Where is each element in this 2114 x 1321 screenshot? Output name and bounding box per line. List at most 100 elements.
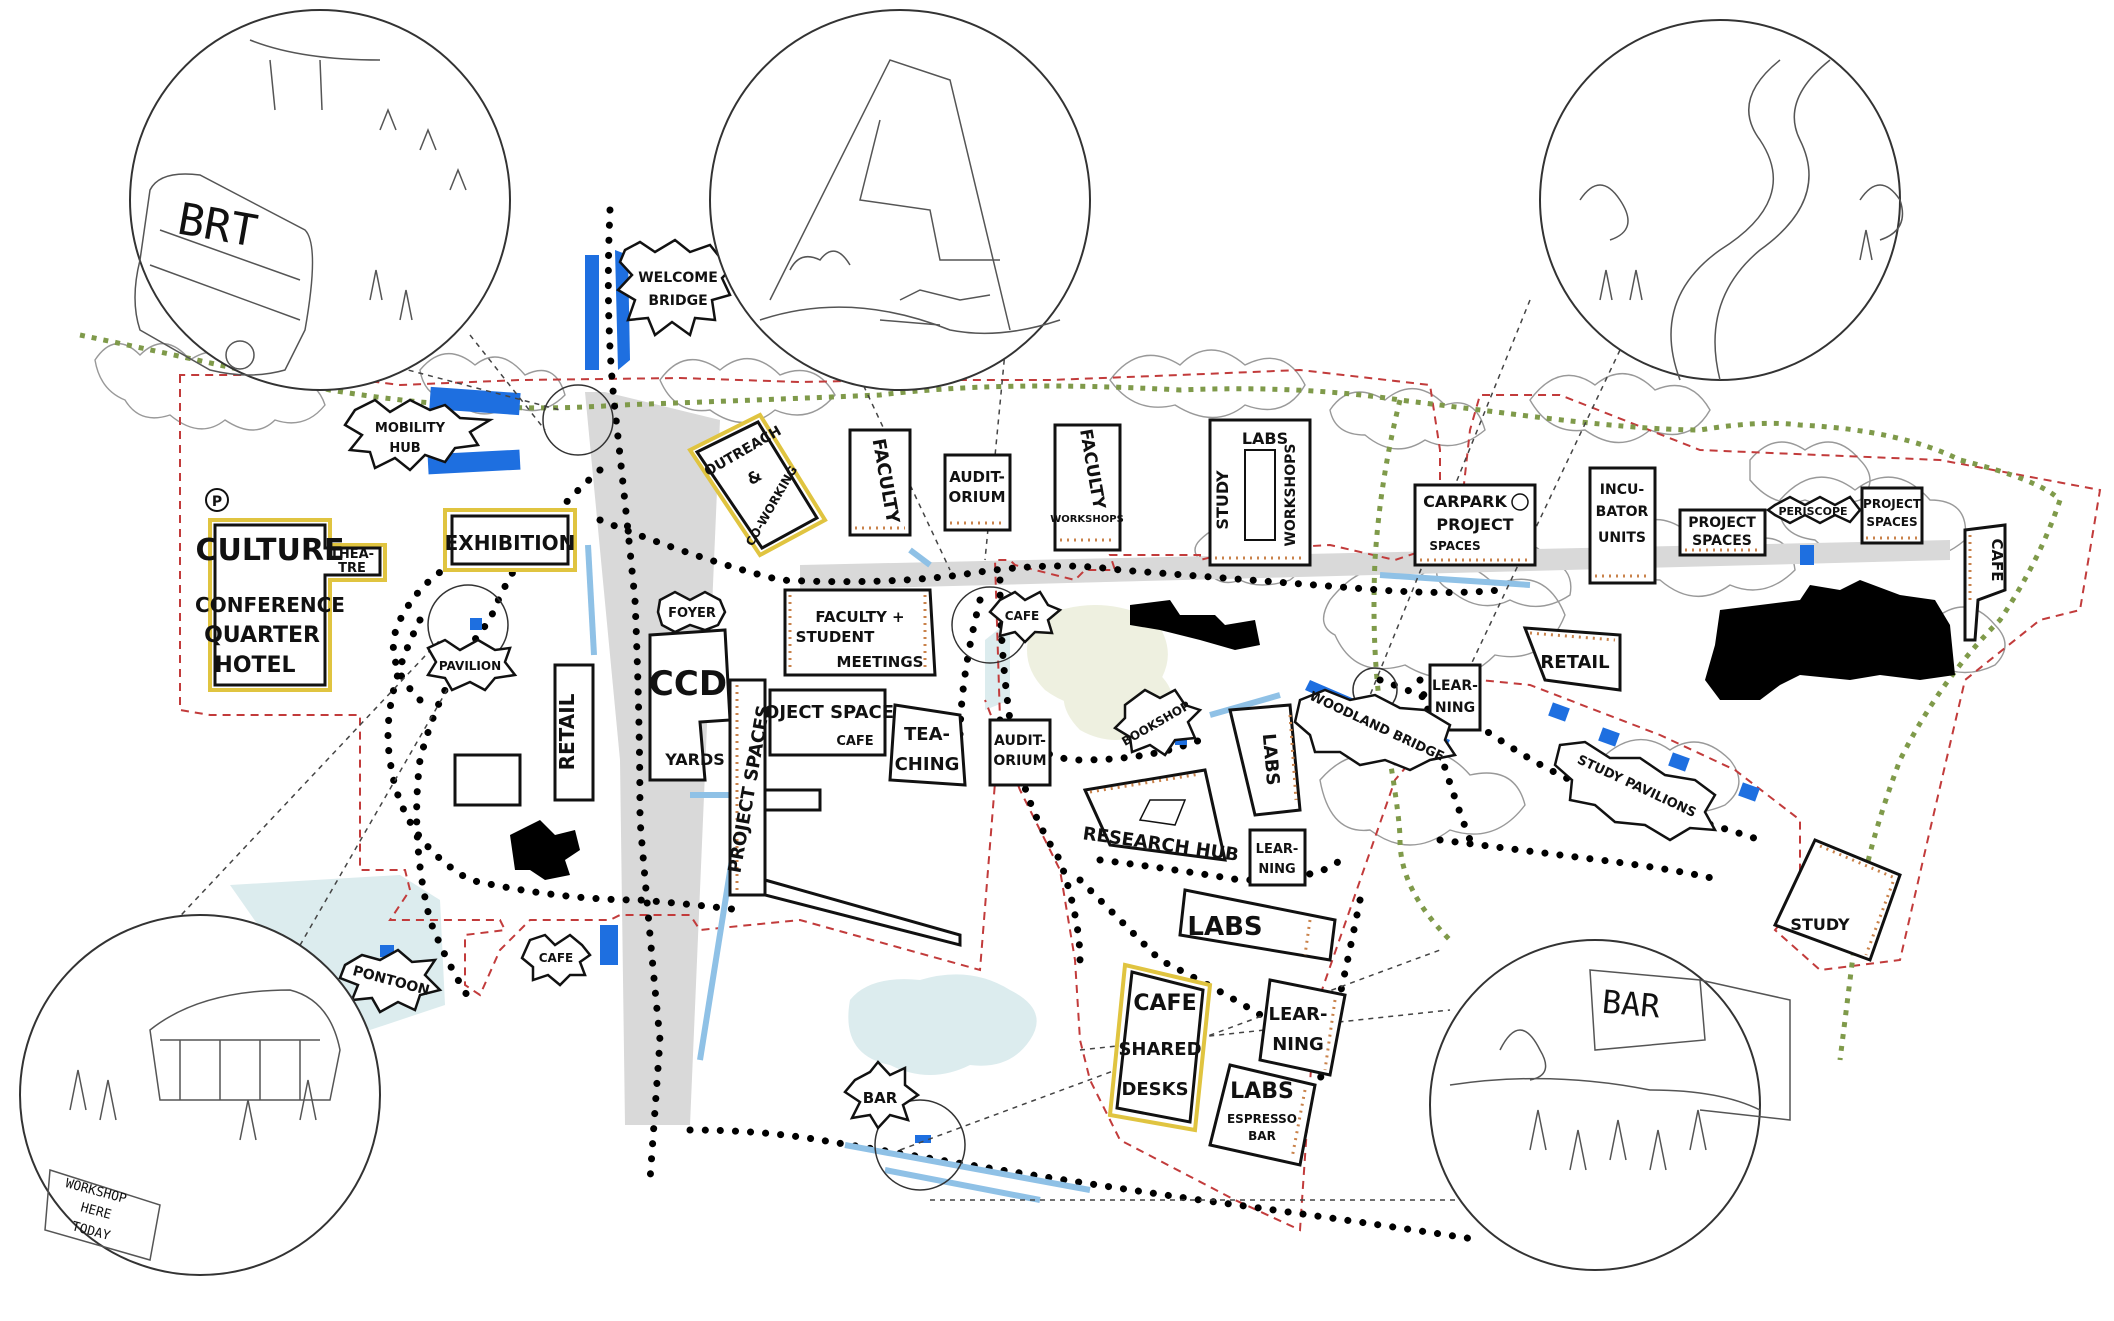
bookshop-callout: BOOKSHOP — [1112, 688, 1203, 757]
project-spaces-vertical-building: PROJECT SPACES — [724, 678, 962, 947]
cafe-east-label: CAFE — [1988, 538, 2006, 581]
study-north-label: STUDY — [1213, 470, 1232, 530]
hotel-label: HOTEL — [214, 653, 295, 678]
research-hub-building: RESEARCH HUB — [1081, 768, 1240, 866]
study-pavilion-1 — [1548, 702, 1570, 722]
existing-building-east — [1705, 580, 1955, 700]
project-east-2-a: PROJECT — [1863, 497, 1922, 511]
theatre-label-2: TRE — [338, 561, 366, 576]
learning-east-1: LEAR- — [1432, 678, 1478, 694]
carpark-spaces-label: SPACES — [1429, 539, 1480, 553]
bar-callout: BAR — [843, 1060, 921, 1131]
bridge-label: BRIDGE — [648, 293, 707, 309]
incubator-1: INCU- — [1600, 482, 1645, 498]
auditorium-south-building: AUDIT- ORIUM — [988, 718, 1052, 787]
cafe-central-label: CAFE — [1005, 609, 1040, 623]
teaching-1: TEA- — [904, 724, 950, 745]
exhibition-label: EXHIBITION — [445, 531, 576, 555]
culture-building: CULTURE THEA- TRE CONFERENCE QUARTER HOT… — [195, 518, 387, 692]
retail-west-building: RETAIL — [453, 663, 595, 807]
retail-east-label: RETAIL — [1540, 652, 1609, 673]
culture-label: CULTURE — [196, 533, 345, 568]
project-east-1-a: PROJECT — [1688, 515, 1756, 531]
study-east-label: STUDY — [1790, 915, 1850, 934]
central-pond — [848, 974, 1037, 1075]
buildings: CULTURE THEA- TRE CONFERENCE QUARTER HOT… — [195, 412, 2007, 1167]
yards-label: YARDS — [664, 750, 725, 769]
learning-south-1: LEAR- — [1268, 1004, 1327, 1025]
ccd-label: CCD — [649, 664, 727, 704]
parking-symbol-label: P — [212, 494, 222, 510]
labs-south-building: LABS — [1178, 888, 1337, 962]
teaching-building: TEA- CHING — [888, 703, 967, 787]
existing-building-central — [1130, 600, 1260, 650]
existing-building-west — [510, 820, 580, 880]
learning-south-2: NING — [1272, 1034, 1324, 1055]
project-spaces-mid-building: PROJECT SPACES CAFE — [737, 688, 907, 757]
workshops-north-label: WORKSHOPS — [1283, 443, 1299, 546]
mobility-label: MOBILITY — [375, 421, 446, 436]
welcome-label: WELCOME — [638, 270, 718, 286]
labs-mid-label: LABS — [1258, 733, 1283, 787]
incubator-2: BATOR — [1596, 504, 1649, 520]
cafe-shared-building: CAFE SHARED DESKS — [1107, 962, 1213, 1133]
labs-south-label: LABS — [1187, 912, 1262, 942]
labs-study-workshops-building: LABS STUDY WORKSHOPS — [1208, 418, 1312, 567]
vignette-woodland-path — [1539, 19, 1904, 381]
workshops-small-label: WORKSHOPS — [1050, 514, 1124, 525]
learning-mid-building: LEAR- NING — [1248, 828, 1307, 887]
welcome-bridge-callout: WELCOME BRIDGE — [616, 238, 738, 338]
faculty-student-building: FACULTY + STUDENT MEETINGS — [783, 588, 937, 677]
learning-east-building: LEAR- NING — [1428, 663, 1482, 732]
east-west-spine — [800, 540, 1950, 590]
pavilion-marker — [470, 618, 482, 630]
hub-label: HUB — [389, 441, 420, 456]
pavilion-callout: PAVILION — [425, 638, 518, 692]
cafe-shared-1: CAFE — [1133, 991, 1196, 1016]
pontoon-callout: PONTOON — [338, 948, 443, 1014]
small-block-west — [453, 753, 522, 807]
retail-west-label: RETAIL — [555, 693, 579, 770]
cafe-central-callout: CAFE — [988, 590, 1063, 644]
cafe-east-building: CAFE — [1963, 523, 2007, 642]
cafe-mid-label: CAFE — [836, 734, 873, 749]
parking-symbol: P — [205, 488, 229, 512]
vignette-pontoon-workshop: WORKSHOP HERE TODAY — [19, 914, 381, 1276]
study-pavilions-callout: STUDY PAVILIONS — [1553, 740, 1718, 842]
bar-label: BAR — [863, 1089, 898, 1107]
study-pavilion-4 — [1738, 782, 1760, 802]
learning-east-2: NING — [1435, 700, 1475, 716]
project-spaces-mid-label: PROJECT SPACES — [737, 702, 907, 723]
study-pavilion-2 — [1598, 727, 1620, 747]
periscope-label: PERISCOPE — [1778, 505, 1847, 518]
incubator-building: INCU- BATOR UNITS — [1588, 466, 1657, 585]
site-boundary — [179, 368, 2102, 1232]
auditorium-south-2: ORIUM — [993, 753, 1046, 769]
teaching-2: CHING — [895, 754, 960, 775]
mobility-hub-callout: MOBILITY HUB — [343, 398, 495, 472]
vignette-brt: BRT — [129, 9, 511, 391]
espresso-1: ESPRESSO — [1227, 1112, 1297, 1126]
project-spaces-east-2: PROJECT SPACES — [1860, 486, 1924, 545]
faculty-student-1: FACULTY + — [815, 608, 904, 626]
ccd-building: CCD YARDS — [648, 628, 732, 782]
labs-espresso-label: LABS — [1230, 1079, 1294, 1104]
foyer-label: FOYER — [668, 606, 716, 621]
auditorium-south-1: AUDIT- — [994, 733, 1046, 749]
project-east-2-b: SPACES — [1866, 515, 1917, 529]
foyer-callout: FOYER — [656, 590, 727, 634]
cafe-west-kiosk — [600, 925, 618, 965]
cafe-west-label: CAFE — [539, 951, 574, 965]
quarter-label: QUARTER — [204, 623, 320, 648]
periscope-callout: PERISCOPE — [1765, 495, 1862, 525]
learning-south-building: LEAR- NING — [1258, 978, 1347, 1077]
conference-label: CONFERENCE — [195, 593, 345, 617]
project-east-1-b: SPACES — [1692, 533, 1752, 549]
carpark-label: CARPARK — [1423, 492, 1507, 511]
study-pavilion-3 — [1668, 752, 1690, 772]
labs-mid-building: LABS — [1228, 703, 1302, 817]
woodland-bridge-callout: WOODLAND BRIDGE — [1293, 688, 1458, 772]
incubator-3: UNITS — [1598, 530, 1646, 546]
carpark-building: CARPARK PROJECT SPACES — [1413, 483, 1537, 567]
